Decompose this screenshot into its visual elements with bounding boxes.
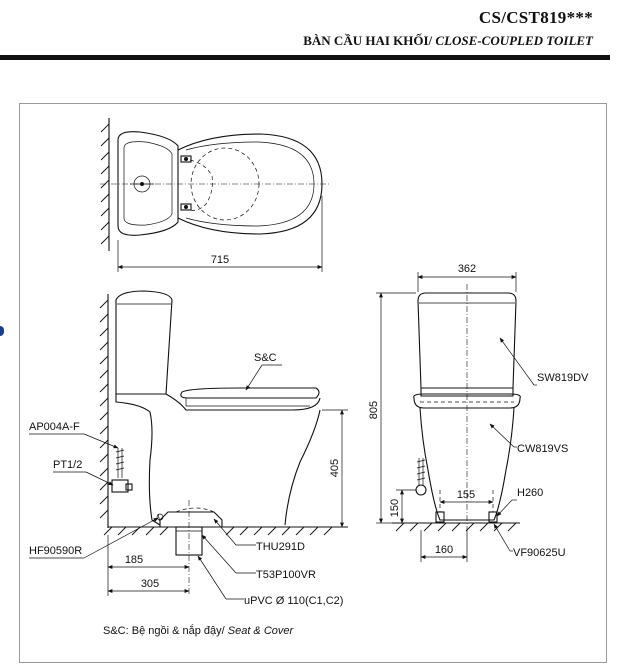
product-title-vi: BÀN CẦU HAI KHỐI/ [303, 33, 433, 48]
label-outlet-pipe: T53P100VR [256, 569, 316, 581]
hinge-bolt-top [184, 157, 188, 161]
front-supply-thread [416, 459, 426, 481]
seat-cover-side [180, 387, 320, 399]
dim-bolt-spacing: 155 [457, 489, 475, 501]
drawing-frame [19, 103, 607, 663]
hinge-bolt-bottom [184, 205, 188, 209]
angle-valve [111, 479, 129, 493]
page-edge-marker [0, 326, 4, 336]
front-view-dimensions: 362 805 150 155 160 [368, 263, 517, 562]
seat-front [413, 393, 521, 409]
label-valve: VF90625U [513, 547, 566, 559]
valve-handle [125, 483, 133, 491]
hinge-left-top [180, 155, 192, 163]
tank-base-profile [115, 394, 161, 526]
side-view-wall-hatch [99, 294, 109, 528]
leader-fitting-bottom [83, 517, 159, 559]
label-bowl: CW819VS [517, 443, 568, 455]
tank-side-outline [115, 290, 173, 395]
leader-bowl [489, 423, 515, 448]
fitting-hf-circle [156, 513, 164, 521]
front-view-floor-hatch [392, 522, 520, 532]
fitting-hf-marker [157, 513, 161, 523]
label-tank: SW819DV [537, 372, 589, 384]
label-seat-cover: S&C [254, 352, 277, 364]
supply-pipe-thread [115, 449, 125, 471]
footnote: S&C: Bệ ngồi & nắp đậy/ Seat & Cover [103, 625, 293, 637]
dim-wall-to-outlet: 185 [125, 554, 143, 566]
dim-front-width: 362 [458, 263, 476, 275]
hinge-left-bottom [180, 203, 192, 211]
leader-seat-cover [245, 364, 263, 391]
bowl-rim-profile [165, 393, 321, 411]
footnote-vi: S&C: Bệ ngồi & nắp đậy/ [103, 625, 225, 637]
label-floor-flange: THU291D [256, 541, 305, 553]
label-drain-pipe: uPVC Ø 110(C1,C2) [244, 595, 343, 607]
top-view-wall-hatch [100, 118, 110, 251]
dim-top-width: 715 [211, 254, 229, 266]
leader-tank [499, 337, 535, 386]
side-view [99, 290, 348, 594]
model-code: CS/CST819*** [478, 8, 593, 27]
leader-drain-pipe [197, 555, 227, 600]
supply-pipe [117, 448, 123, 478]
dim-base-width: 160 [435, 544, 453, 556]
floor-flange-outline [159, 511, 223, 528]
front-angle-valve [415, 484, 427, 496]
front-supply-pipe [418, 458, 424, 486]
header-rule [0, 55, 610, 60]
seat-underside-line [185, 398, 310, 407]
outlet-hidden-line [189, 159, 213, 211]
side-view-floor-hatch [103, 526, 348, 536]
dim-outlet-to-front: 305 [141, 578, 159, 590]
label-fitting-bottom: HF90590R [29, 545, 82, 557]
leader-tank-fitting [83, 433, 119, 449]
tank-front-outline [417, 292, 517, 389]
top-view: 715 [100, 118, 330, 272]
side-view-labels: S&C AP004A-F PT1/2 HF90590R THU291D T53P… [29, 352, 343, 607]
leader-supply-thread [85, 471, 114, 486]
dim-seat-height: 405 [329, 459, 341, 477]
bowl-front-profile [284, 409, 321, 526]
tank-lid-line [123, 141, 173, 226]
leader-floor-flange [213, 518, 237, 546]
front-view-labels: SW819DV CW819VS H260 VF90625U [489, 337, 589, 559]
front-view [392, 284, 521, 532]
leader-valve [493, 523, 511, 552]
flange-seal-hidden [175, 507, 215, 513]
footnote-en: Seat & Cover [227, 625, 294, 637]
label-tank-fitting: AP004A-F [29, 421, 80, 433]
tank-top-outline [117, 131, 179, 236]
product-title: BÀN CẦU HAI KHỐI/ CLOSE-COUPLED TOILET [303, 33, 593, 49]
dim-inlet-height: 150 [389, 499, 401, 517]
dim-total-height: 805 [368, 401, 380, 419]
label-supply-thread: PT1/2 [53, 459, 82, 471]
product-title-en: CLOSE-COUPLED TOILET [435, 33, 593, 48]
label-anchor: H260 [517, 487, 543, 499]
leader-outlet-pipe [201, 534, 237, 574]
leader-anchor [496, 499, 513, 517]
